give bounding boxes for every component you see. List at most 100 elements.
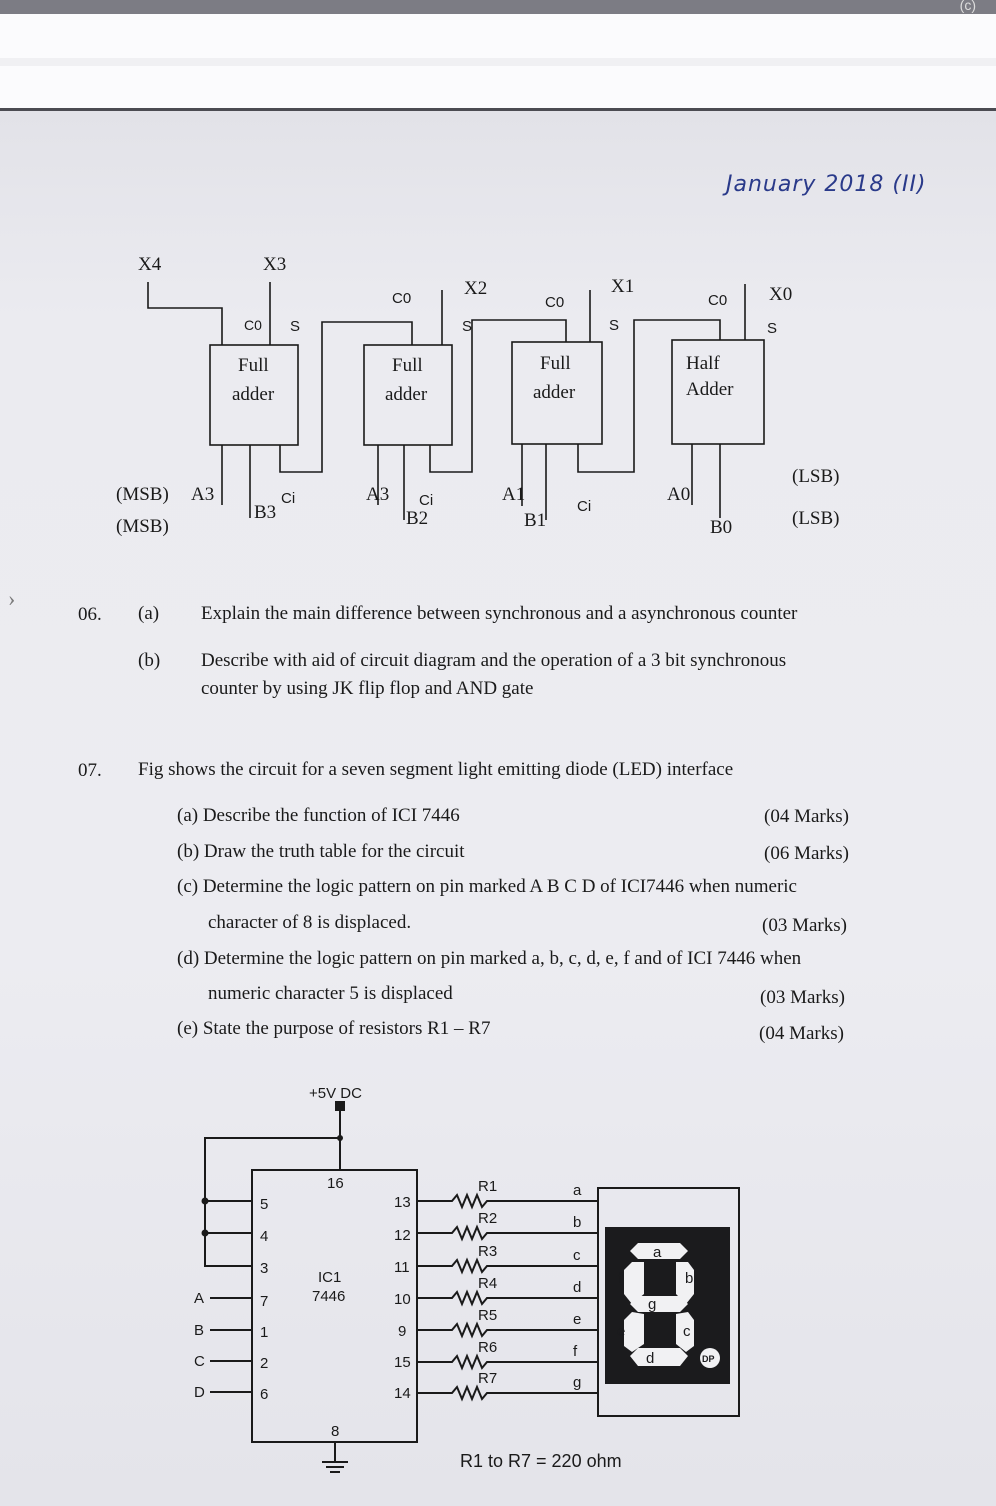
q07d-text: (d) Determine the logic pattern on pin m… xyxy=(177,948,802,969)
block3-s: S xyxy=(609,317,619,334)
ic-body xyxy=(251,1169,418,1443)
exam-sheet xyxy=(0,108,996,1506)
output-x2: X2 xyxy=(464,278,487,299)
resistor-note: R1 to R7 = 220 ohm xyxy=(460,1451,622,1471)
left-pin-3: 3 xyxy=(260,1260,268,1277)
input-C: C xyxy=(194,1353,205,1370)
resistor-r3-wire xyxy=(417,1257,598,1275)
ic-name: IC1 xyxy=(318,1269,341,1286)
left-pin-1: 1 xyxy=(260,1324,268,1341)
adder-block-1 xyxy=(209,344,299,446)
block2-line1: Full xyxy=(392,355,423,376)
resistor-r2-wire xyxy=(417,1224,598,1242)
input-b3: B3 xyxy=(254,502,276,523)
msb-label-b: (MSB) xyxy=(116,516,169,537)
adder-block-2 xyxy=(363,344,453,446)
vcc-pin: 16 xyxy=(327,1175,344,1192)
resistor-label-r4: R4 xyxy=(478,1275,497,1292)
resistor-label-r6: R6 xyxy=(478,1339,497,1356)
right-pin-10: 10 xyxy=(394,1291,411,1308)
segment-line-a: a xyxy=(573,1182,582,1199)
segments xyxy=(624,1243,720,1368)
input-b2: B2 xyxy=(406,508,428,529)
right-pin-12: 12 xyxy=(394,1227,411,1244)
input-a0: A0 xyxy=(667,484,690,505)
q06-number: 06. xyxy=(78,604,102,625)
seg-label-g: g xyxy=(648,1296,656,1313)
input-B: B xyxy=(194,1322,204,1339)
input-b0: B0 xyxy=(710,517,732,538)
segment-line-e: e xyxy=(573,1311,581,1328)
input-D: D xyxy=(194,1384,205,1401)
seg-label-a: a xyxy=(653,1244,662,1261)
gnd-pin: 8 xyxy=(331,1423,339,1440)
right-pin-13: 13 xyxy=(394,1194,411,1211)
q06a-label: (a) xyxy=(138,603,160,624)
q07-intro: Fig shows the circuit for a seven segmen… xyxy=(138,759,734,780)
seg-label-dp: DP xyxy=(702,1354,715,1364)
resistor-label-r7: R7 xyxy=(478,1370,497,1387)
input-a3: A3 xyxy=(191,484,214,505)
segment-line-d: d xyxy=(573,1279,581,1296)
supply-terminal xyxy=(335,1101,345,1111)
q06b-text-line1: Describe with aid of circuit diagram and… xyxy=(201,650,787,671)
segment-f xyxy=(624,1262,644,1304)
segment-e xyxy=(624,1312,644,1352)
q06a-text: Explain the main difference between sync… xyxy=(201,603,798,624)
right-pin-11: 11 xyxy=(394,1259,410,1276)
resistor-label-r5: R5 xyxy=(478,1307,497,1324)
ic-part: 7446 xyxy=(312,1288,345,1305)
block2-line2: adder xyxy=(385,384,428,405)
block1-line2: adder xyxy=(232,384,275,405)
input-labels: A B C D xyxy=(194,1290,205,1401)
block3-co: C0 xyxy=(545,294,564,311)
block3-line1: Full xyxy=(540,353,571,374)
block1-co: C0 xyxy=(244,317,262,333)
q07e-marks: (04 Marks) xyxy=(759,1023,844,1044)
resistor-r6-wire xyxy=(417,1353,598,1371)
q07-number: 07. xyxy=(78,760,102,781)
segment-line-c: c xyxy=(573,1247,581,1264)
segment-line-b: b xyxy=(573,1214,581,1231)
block1-line1: Full xyxy=(238,355,269,376)
input-A: A xyxy=(194,1290,204,1307)
segment-c xyxy=(676,1312,694,1352)
block3-line2: adder xyxy=(533,382,576,403)
lsb-label-b: (LSB) xyxy=(792,508,840,529)
q07d-marks: (03 Marks) xyxy=(760,987,845,1008)
corner-label: (c) xyxy=(959,0,976,13)
right-pin-9: 9 xyxy=(398,1323,406,1340)
resistor-label-r3: R3 xyxy=(478,1243,497,1260)
segment-line-g: g xyxy=(573,1374,581,1391)
q07a-text: (a) Describe the function of ICI 7446 xyxy=(177,805,460,826)
segment-a xyxy=(630,1243,688,1259)
block2-s: S xyxy=(462,318,472,335)
supply-label: +5V DC xyxy=(309,1085,362,1102)
left-pin-5: 5 xyxy=(260,1196,268,1213)
q07d-text2: numeric character 5 is displaced xyxy=(208,983,453,1004)
seg-label-e: e xyxy=(617,1323,625,1340)
margin-mark: › xyxy=(8,586,16,611)
left-pin-labels: 5 4 3 7 1 2 6 xyxy=(260,1196,268,1403)
seg-label-f: f xyxy=(618,1270,623,1287)
block4-line2: Adder xyxy=(686,379,734,400)
q07c-text2: character of 8 is displaced. xyxy=(208,912,412,933)
q07b-text: (b) Draw the truth table for the circuit xyxy=(177,841,465,862)
top-edge-bar: (c) xyxy=(0,0,996,14)
segment-d xyxy=(630,1348,688,1366)
q07b-marks: (06 Marks) xyxy=(764,843,849,864)
q07e-text: (e) State the purpose of resistors R1 – … xyxy=(177,1018,491,1039)
block4-line1: Half xyxy=(686,353,720,374)
page-gap xyxy=(0,14,996,108)
segment-b xyxy=(676,1262,694,1304)
output-x0: X0 xyxy=(769,284,792,305)
segment-line-f: f xyxy=(573,1343,578,1360)
resistor-r1-wire xyxy=(417,1192,598,1210)
q07a-marks: (04 Marks) xyxy=(764,806,849,827)
adder-block-3 xyxy=(511,341,603,445)
segment-g xyxy=(630,1296,688,1312)
handwritten-note: January 2018 (II) xyxy=(726,172,927,197)
output-x1: X1 xyxy=(611,276,634,297)
